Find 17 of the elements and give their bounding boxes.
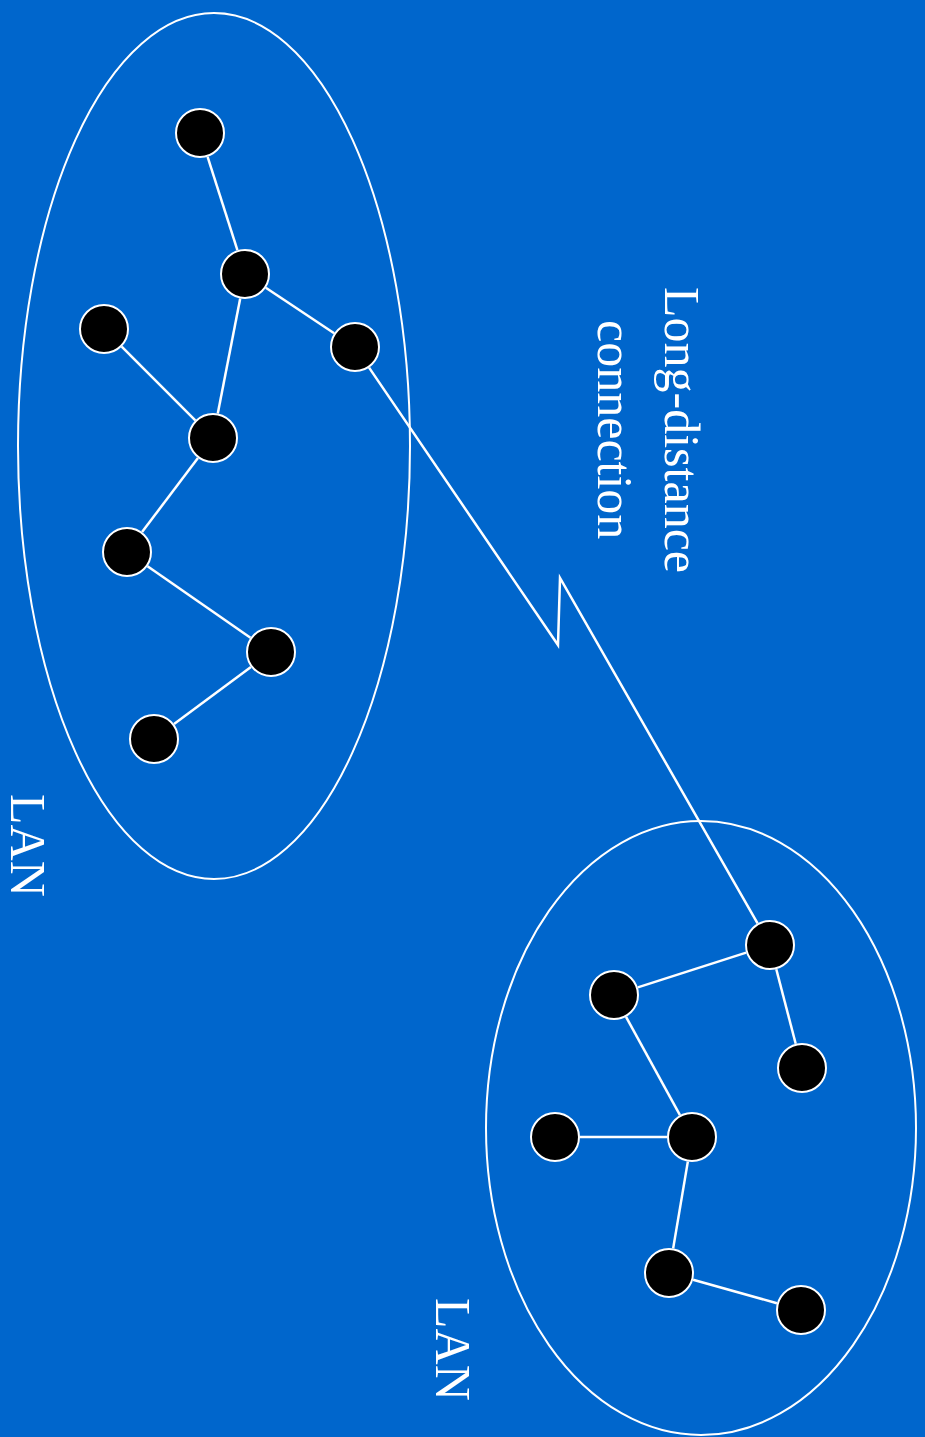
connection-line [775,968,797,1045]
network-label: LAN [428,1298,478,1401]
connection-line [120,345,197,422]
connection-line [141,457,199,533]
network-label: LAN [3,794,53,897]
connection-line [265,286,335,335]
connection-line [146,565,252,639]
connection-label: Long-distance connection [585,286,711,575]
connection-line [580,1135,667,1139]
connection-line [692,1278,778,1305]
connection-line [206,156,239,251]
connection-line [637,951,747,989]
zigzag-connection-line [368,366,759,924]
connection-line [173,665,252,726]
connection-line [216,298,242,414]
connection-line [624,1016,682,1116]
connection-line [671,1161,690,1249]
